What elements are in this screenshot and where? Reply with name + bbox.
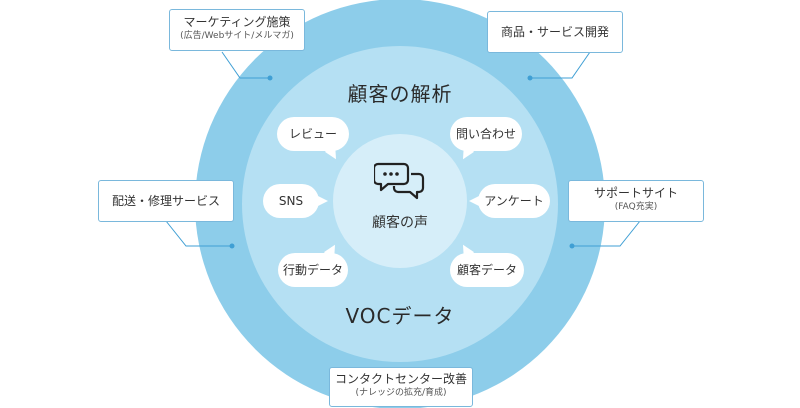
bubble-inquiry: 問い合わせ — [450, 117, 522, 151]
connector-support — [572, 220, 641, 247]
connector-repair — [165, 220, 232, 247]
connector-dot-repair — [229, 243, 235, 249]
bubble-behavior: 行動データ — [278, 253, 348, 287]
connector-product — [530, 51, 591, 79]
box-repair: 配送・修理サービス — [98, 180, 234, 222]
box-support-site: サポートサイト (FAQ充実) — [568, 180, 704, 222]
box-marketing: マーケティング施策 (広告/Webサイト/メルマガ) — [169, 9, 305, 51]
box-product: 商品・サービス開発 — [487, 11, 623, 53]
bubble-sns: SNS — [263, 184, 328, 218]
box-contact-center: コンタクトセンター改善 (ナレッジの拡充/育成) — [329, 367, 473, 407]
box-contact-title: コンタクトセンター改善 — [334, 372, 467, 386]
box-support-subtitle: (FAQ充実) — [614, 202, 658, 212]
bubble-review: レビュー — [277, 117, 349, 151]
connector-dot-support — [569, 243, 575, 249]
box-support-title: サポートサイト — [593, 186, 678, 200]
outer-ring-label: 顧客の解析 — [347, 82, 453, 106]
box-marketing-subtitle: (広告/Webサイト/メルマガ) — [180, 31, 294, 41]
box-contact-subtitle: (ナレッジの拡充/育成) — [355, 388, 447, 398]
connector-marketing — [221, 51, 270, 79]
connector-dot-product — [527, 75, 533, 81]
middle-ring-label: VOCデータ — [345, 304, 455, 328]
center-label: 顧客の声 — [372, 215, 428, 231]
box-marketing-title: マーケティング施策 — [183, 15, 291, 29]
bubble-survey: アンケート — [469, 184, 550, 218]
box-product-title: 商品・サービス開発 — [500, 25, 609, 39]
chat-bubbles-icon — [374, 162, 425, 200]
box-repair-title: 配送・修理サービス — [111, 194, 220, 208]
connector-dot-marketing — [267, 75, 273, 81]
inner-circle — [333, 134, 467, 268]
bubble-customer-data: 顧客データ — [450, 253, 524, 287]
